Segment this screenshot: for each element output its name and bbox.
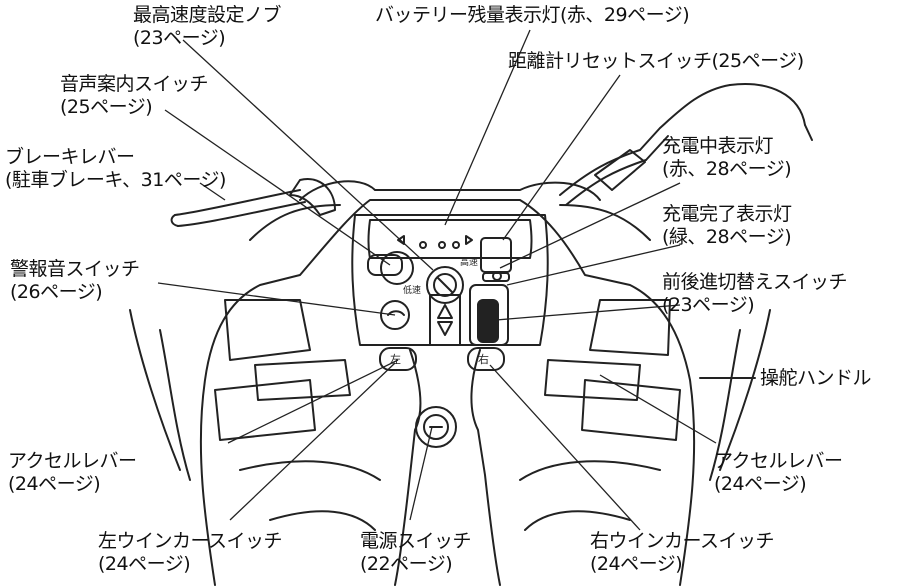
label-power-switch: 電源スイッチ (22ページ) (360, 530, 472, 575)
leader-direction-switch (495, 304, 681, 321)
leader-accel-right (599, 374, 717, 444)
label-odometer-reset: 距離計リセットスイッチ(25ページ) (508, 50, 804, 72)
leader-horn-switch (157, 282, 396, 316)
label-right-turn-switch: 右ウインカースイッチ (24ページ) (590, 530, 775, 575)
label-steering-handle: 操舵ハンドル (760, 367, 872, 389)
label-accel-left: アクセルレバー (24ページ) (8, 450, 137, 495)
leader-charging-lamp (499, 182, 681, 269)
label-brake-lever: ブレーキレバー (駐車ブレーキ、31ページ) (5, 146, 226, 191)
leader-power-switch (409, 426, 433, 521)
leader-brake-lever (199, 182, 226, 201)
leader-left-turn (229, 362, 396, 521)
label-battery-indicator: バッテリー残量表示灯(赤、29ページ) (375, 4, 690, 26)
leader-right-turn (489, 364, 641, 531)
label-left-turn-switch: 左ウインカースイッチ (24ページ) (98, 530, 283, 575)
right-button-glyph: 右 (478, 352, 489, 366)
label-max-speed-knob: 最高速度設定ノブ (23ページ) (133, 4, 282, 49)
leader-accel-left (227, 359, 399, 444)
leader-max-speed-knob (182, 39, 434, 271)
label-charge-complete-lamp: 充電完了表示灯 (緑、28ページ) (662, 203, 792, 248)
low-speed-mark: 低速 (403, 284, 421, 296)
leader-charge-complete-lamp (506, 244, 681, 286)
left-button-glyph: 左 (390, 353, 401, 366)
label-horn-switch: 警報音スイッチ (26ページ) (10, 258, 140, 303)
label-charging-lamp: 充電中表示灯 (赤、28ページ) (662, 135, 792, 180)
label-direction-switch: 前後進切替えスイッチ (23ページ) (662, 271, 848, 316)
leader-odometer-reset (502, 74, 621, 241)
leader-voice-guide (164, 109, 391, 266)
label-accel-right: アクセルレバー (24ページ) (714, 450, 843, 495)
label-voice-guide: 音声案内スイッチ (25ページ) (60, 73, 209, 118)
leader-battery-indicator (444, 29, 531, 226)
high-speed-mark: 高速 (460, 256, 478, 268)
